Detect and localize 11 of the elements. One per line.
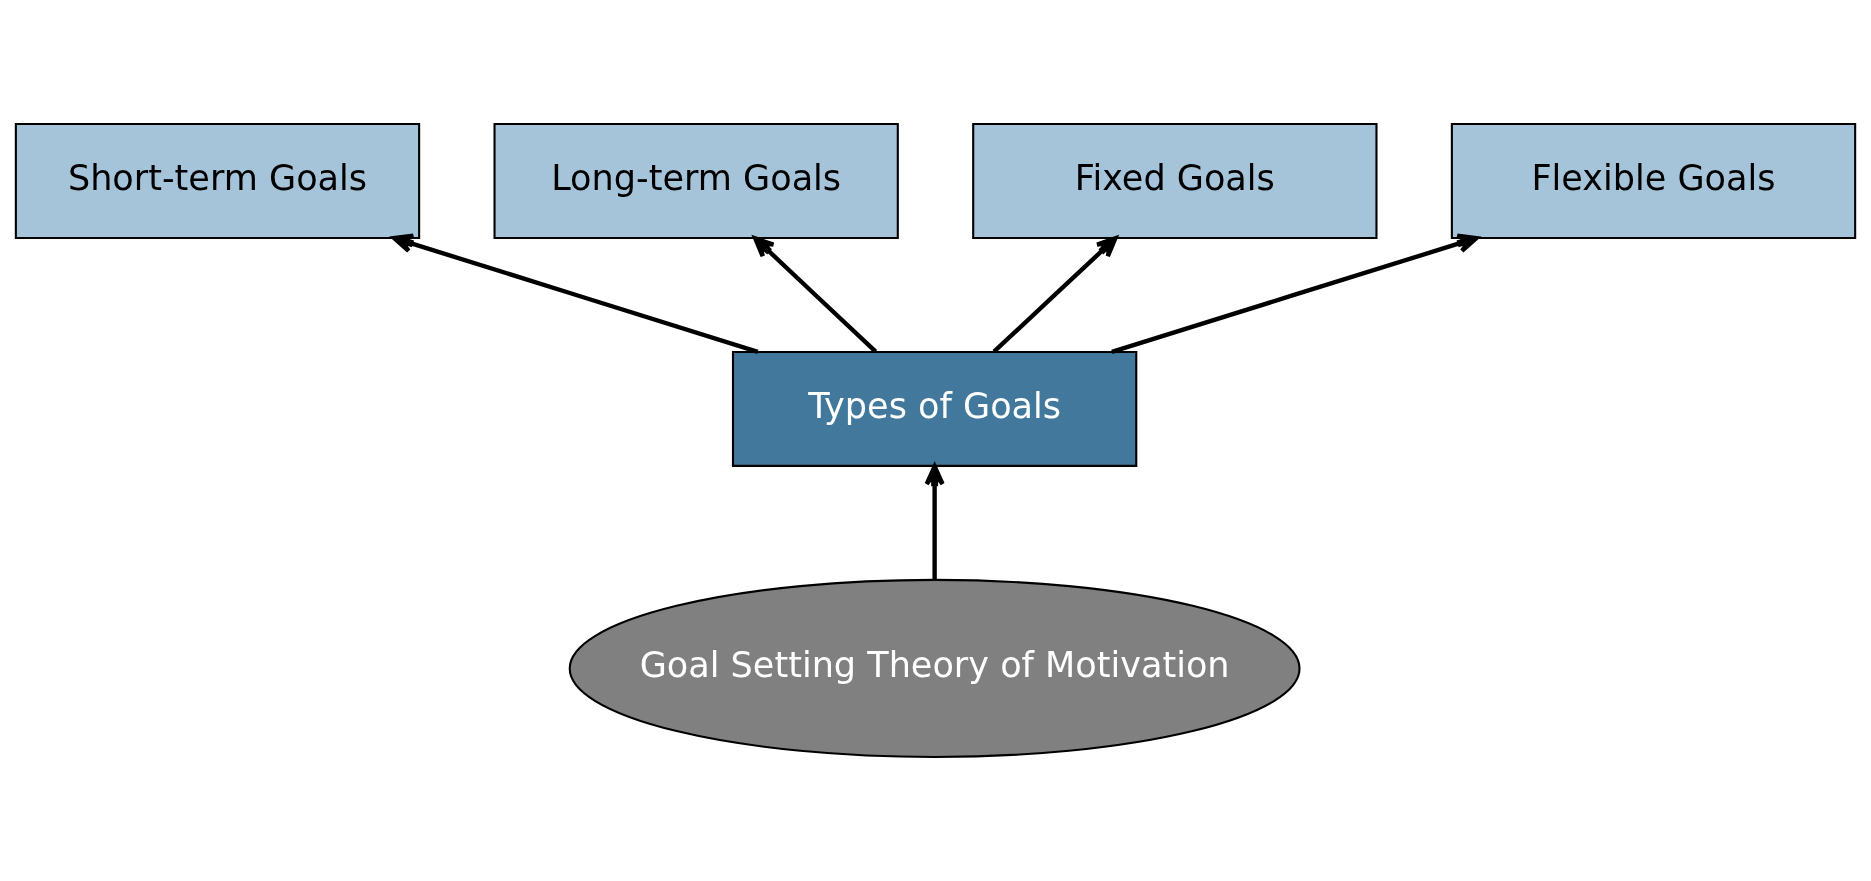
node-box: Flexible Goals: [1450, 122, 1857, 240]
arrow: [753, 236, 878, 354]
arrow: [992, 236, 1118, 354]
arrow: [1111, 233, 1479, 354]
node-box: Fixed Goals: [972, 122, 1378, 240]
arrow: [392, 233, 759, 354]
node-box: Long-term Goals: [493, 122, 899, 240]
node-box: Types of Goals: [731, 350, 1138, 467]
node-ellipse: Goal Setting Theory of Motivation: [568, 578, 1301, 759]
arrow: [924, 464, 945, 580]
node-box: Short-term Goals: [14, 122, 421, 240]
